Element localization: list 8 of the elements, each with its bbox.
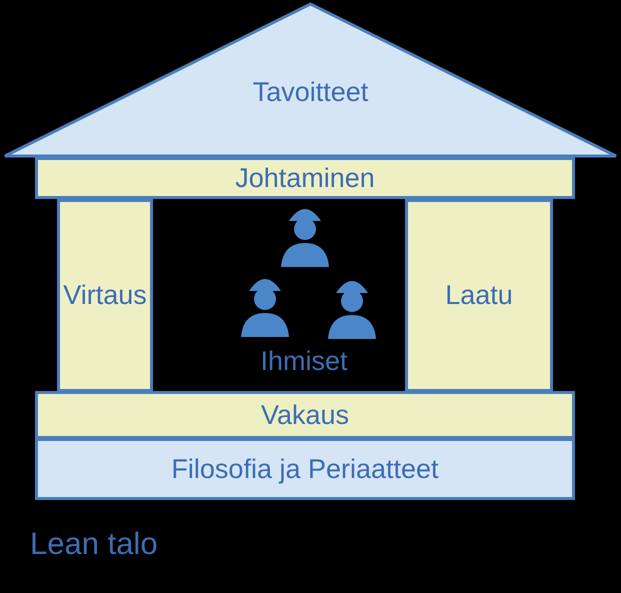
people-label: Ihmiset (259, 346, 349, 377)
roof-label: Tavoitteet (252, 77, 370, 108)
caption: Lean talo (30, 526, 158, 562)
pillar: Laatu (405, 199, 553, 392)
pillar: Virtaus (57, 199, 153, 392)
base-bar: Filosofia ja Periaatteet (35, 438, 575, 500)
foundation-bar: Vakaus (35, 391, 575, 439)
beam-bar: Johtaminen (35, 157, 575, 199)
